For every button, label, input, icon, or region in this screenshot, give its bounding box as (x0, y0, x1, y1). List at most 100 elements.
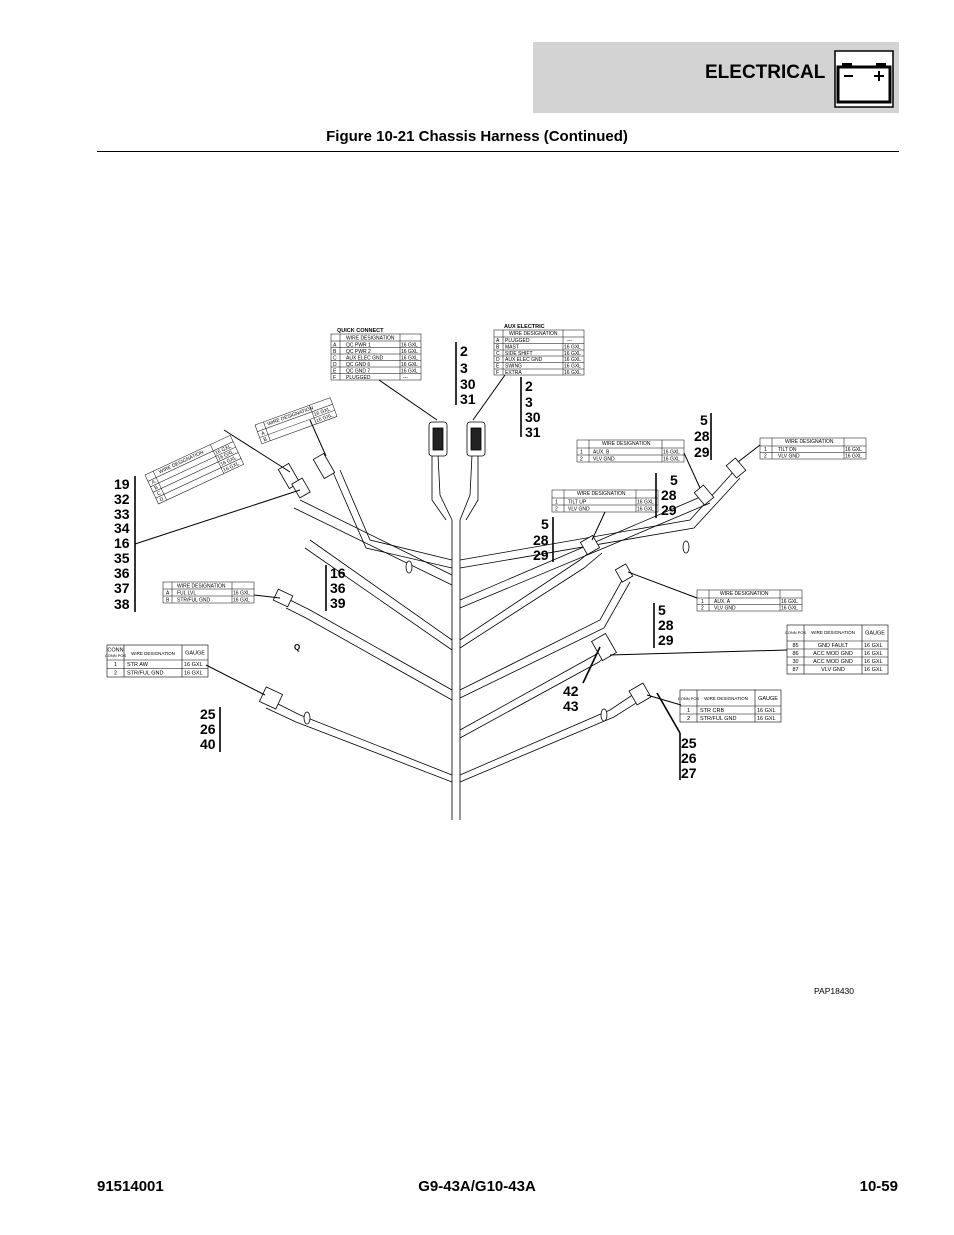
cell: 16 GXL (184, 671, 203, 677)
callout-10-a: 25 (200, 706, 216, 722)
cell: EXTRA (505, 370, 522, 376)
cell: 1 (701, 599, 704, 605)
header-rule (97, 151, 899, 152)
cell: QC GND 7 (346, 369, 370, 375)
table-ful-lvl: WIRE DESIGNATION A FUL LVL 16 GXL B STR/… (162, 581, 255, 604)
cell: QC GND 6 (346, 362, 370, 368)
cell: ACC MOD GND (813, 659, 853, 665)
table-title: AUX ELECTRIC (504, 324, 545, 330)
cell: B (263, 436, 269, 443)
cell: 16 GXL (864, 643, 883, 649)
callout-6-e: 16 (114, 535, 130, 551)
cell: VLV GND (568, 507, 590, 513)
callout-7-a: 16 (330, 565, 346, 581)
table-rotated-4: WIRE DESIGNATION A 16 GXL B 16 GXL C 16 … (144, 434, 245, 505)
cell: VLV GND (714, 606, 736, 612)
table-head: GAUGE (185, 651, 205, 657)
cell: --- (567, 338, 572, 344)
cell: AUX. B (593, 450, 610, 456)
cell: 1 (580, 450, 583, 456)
footer-part-number: 91514001 (97, 1178, 164, 1195)
cell: PLUGGED (346, 375, 371, 381)
cell: C (156, 490, 162, 497)
cell: 2 (580, 457, 583, 463)
cell: PLUGGED (505, 338, 530, 344)
section-title: ELECTRICAL (705, 62, 826, 83)
table-tilt-dn: WIRE DESIGNATION 1 TILT DN 16 GXL 2 VLV … (759, 437, 867, 460)
table-relay: CONN POS WIRE DESIGNATION GAUGE 85 GND F… (785, 624, 889, 675)
callout-11-a: 25 (681, 735, 697, 751)
callout-1-b: 3 (460, 360, 468, 376)
cell: 16 GXL (564, 345, 581, 351)
cell: VLV GND (821, 667, 845, 673)
cell: 1 (114, 662, 117, 668)
callout-6-b: 32 (114, 491, 130, 507)
table-head: WIRE DESIGNATION (267, 405, 315, 427)
cell: 85 (792, 643, 798, 649)
table-head: CONN POS (785, 630, 807, 635)
table-aux-electric: AUX ELECTRIC WIRE DESIGNATION A PLUGGED … (493, 324, 585, 376)
cell: VLV GND (593, 457, 615, 463)
table-head: WIRE DESIGNATION (131, 651, 175, 656)
callout-bars (134, 342, 712, 780)
table-head: WIRE DESIGNATION (720, 591, 769, 597)
table-str-crb: CONN POS WIRE DESIGNATION GAUGE 1 STR CR… (678, 689, 782, 723)
cell: E (496, 364, 500, 370)
cell: B (496, 345, 500, 351)
battery-icon (834, 50, 894, 108)
table-head: CONN POS (105, 653, 127, 658)
cell: AUX ELEC GND (346, 356, 384, 362)
cell: 16 GXL (401, 356, 418, 362)
callout-2-d: 31 (525, 424, 541, 440)
table-head: WIRE DESIGNATION (811, 630, 855, 635)
cell: 16 GXL (781, 606, 798, 612)
cell: C (496, 351, 500, 357)
cell: STR CRB (700, 708, 724, 714)
cell: 2 (687, 716, 690, 722)
leader-lines (134, 374, 788, 706)
callout-2-c: 30 (525, 409, 541, 425)
cell: 16 GXL (757, 716, 776, 722)
callout-1-a: 2 (460, 343, 468, 359)
cell: 16 GXL (864, 659, 883, 665)
cell: 16 GXL (233, 598, 250, 604)
cell: 86 (792, 651, 798, 657)
cell: 16 GXL (864, 651, 883, 657)
table-head: WIRE DESIGNATION (785, 439, 834, 445)
cell: SIDE SHIFT (505, 351, 533, 357)
callouts: 2 3 30 31 2 3 30 31 5 28 29 5 28 29 5 28… (114, 343, 710, 781)
reference-code: PAP18430 (814, 986, 854, 996)
cell: 2 (555, 507, 558, 513)
cell: 16 GXL (313, 406, 331, 418)
callout-6-f: 35 (114, 550, 130, 566)
cell: STR/FUL GND (127, 671, 163, 677)
callout-6-d: 34 (114, 520, 130, 536)
cell: 1 (687, 708, 690, 714)
cell: TILT DN (778, 447, 797, 453)
callout-8-b: 28 (658, 617, 674, 633)
cell: 2 (701, 606, 704, 612)
table-aux-b: WIRE DESIGNATION 1 AUX. B 16 GXL 2 VLV G… (576, 439, 685, 463)
callout-9-a: 42 (563, 683, 579, 699)
callout-8-c: 29 (658, 632, 674, 648)
cell: A (496, 338, 500, 344)
cell: 16 GXL (184, 662, 203, 668)
table-head: GAUGE (758, 696, 778, 702)
callout-10-c: 40 (200, 736, 216, 752)
cell: STR/FUL GND (700, 716, 736, 722)
cell: --- (403, 375, 408, 381)
cell: 2 (764, 454, 767, 460)
point-q-label: Q (294, 643, 300, 652)
cell: C (333, 356, 337, 362)
cell: GND FAULT (818, 643, 849, 649)
cell: A (151, 479, 157, 486)
callout-11-b: 26 (681, 750, 697, 766)
cell: 16 GXL (845, 454, 862, 460)
cell: F (496, 370, 499, 376)
callout-2-b: 3 (525, 394, 533, 410)
callout-6-h: 37 (114, 580, 130, 596)
cell: B (153, 484, 159, 491)
cell: 16 GXL (401, 362, 418, 368)
cell: 16 GXL (564, 357, 581, 363)
cell: A (333, 343, 337, 349)
